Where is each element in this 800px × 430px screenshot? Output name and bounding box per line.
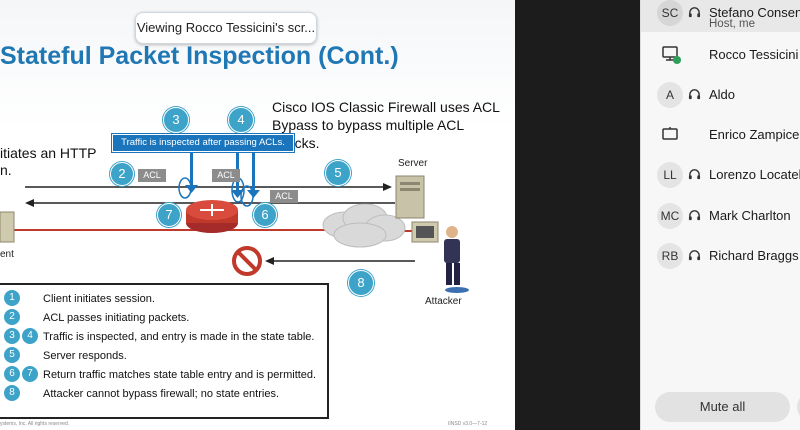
tv-icon <box>662 127 678 140</box>
step-badge-6: 6 <box>253 203 277 227</box>
headset-icon <box>688 210 701 221</box>
mute-all-button[interactable]: Mute all <box>655 392 790 422</box>
headset-icon <box>688 250 701 261</box>
participant-row[interactable]: Enrico Zampicer <box>641 114 800 154</box>
legend-badge: 2 <box>4 309 20 325</box>
legend-text: Attacker cannot bypass firewall; no stat… <box>43 387 280 400</box>
server-label: Server <box>398 158 428 169</box>
participant-row[interactable]: LL Lorenzo Locatell <box>641 154 800 194</box>
screen-share-icon <box>662 46 681 64</box>
participant-name: Lorenzo Locatell <box>709 167 800 182</box>
attacker-label: Attacker <box>425 296 462 307</box>
avatar: A <box>657 82 683 108</box>
participant-row[interactable]: SC Stefano Consens Host, me <box>641 0 800 32</box>
participant-name: Enrico Zampicer <box>709 127 800 142</box>
legend-text: Server responds. <box>43 349 127 362</box>
slide-left-note: itiates an HTTP n. <box>0 145 97 178</box>
legend-badge: 3 <box>4 328 20 344</box>
legend-badge: 6 <box>4 366 20 382</box>
participant-role: Host, me <box>709 18 756 30</box>
step-badge-4: 4 <box>228 107 254 133</box>
participant-row[interactable]: RB Richard Braggs <box>641 235 800 275</box>
legend-text: ACL passes initiating packets. <box>43 311 190 324</box>
avatar: SC <box>657 0 683 26</box>
participants-panel: SC Stefano Consens Host, me Rocco Tessic… <box>640 0 800 430</box>
participant-name: Stefano Consens <box>709 5 800 20</box>
legend-text: Return traffic matches state table entry… <box>43 368 317 381</box>
legend-row: 1 Client initiates session. <box>0 289 327 308</box>
legend-row: 8 Attacker cannot bypass firewall; no st… <box>0 384 327 403</box>
participant-name: Mark Charlton <box>709 208 791 223</box>
legend-badge: 5 <box>4 347 20 363</box>
legend-row: 3 4 Traffic is inspected, and entry is m… <box>0 327 327 346</box>
avatar: LL <box>657 162 683 188</box>
avatar: MC <box>657 203 683 229</box>
slide-footer-copyright: ystems, Inc. All rights reserved. <box>0 421 70 427</box>
participant-name: Richard Braggs <box>709 248 799 263</box>
legend-row: 5 Server responds. <box>0 346 327 365</box>
legend-badge: 7 <box>22 366 38 382</box>
screen-share-margin <box>515 0 640 430</box>
legend-text: Client initiates session. <box>43 292 155 305</box>
participant-row[interactable]: MC Mark Charlton <box>641 195 800 235</box>
participant-row[interactable]: Rocco Tessicini <box>641 34 800 74</box>
legend-text: Traffic is inspected, and entry is made … <box>43 330 315 343</box>
viewing-screen-banner[interactable]: Viewing Rocco Tessicini's scr... <box>135 12 317 44</box>
more-options-button[interactable] <box>797 392 800 422</box>
acl-label-3: ACL <box>270 190 298 203</box>
step-badge-3: 3 <box>163 107 189 133</box>
legend-badge: 4 <box>22 328 38 344</box>
avatar: RB <box>657 243 683 269</box>
network-diagram <box>0 150 469 293</box>
participant-name: Aldo <box>709 87 736 102</box>
acl-label-1: ACL <box>138 169 166 182</box>
headset-icon <box>688 89 701 100</box>
step-badge-5: 5 <box>325 160 351 186</box>
legend-box: 1 Client initiates session. 2 ACL passes… <box>0 283 329 419</box>
legend-badge: 1 <box>4 290 20 306</box>
acl-label-2: ACL <box>212 169 240 182</box>
participant-name: Rocco Tessicini <box>709 47 799 62</box>
step-badge-2: 2 <box>110 162 134 186</box>
headset-icon <box>688 7 701 18</box>
legend-row: 2 ACL passes initiating packets. <box>0 308 327 327</box>
traffic-inspected-label: Traffic is inspected after passing ACLs. <box>112 134 294 152</box>
slide-title: Stateful Packet Inspection (Cont.) <box>0 42 399 70</box>
legend-badge: 8 <box>4 385 20 401</box>
headset-icon <box>688 169 701 180</box>
slide-top-note: Cisco IOS Classic Firewall uses ACL Bypa… <box>272 99 500 151</box>
client-label: ent <box>0 249 14 260</box>
participant-row[interactable]: A Aldo <box>641 74 800 114</box>
shared-slide: Stateful Packet Inspection (Cont.) Cisco… <box>0 0 515 430</box>
legend-row: 6 7 Return traffic matches state table e… <box>0 365 327 384</box>
step-badge-8: 8 <box>348 270 374 296</box>
slide-footer-id: IINSD v3.0—7-12 <box>448 421 488 427</box>
step-badge-7: 7 <box>157 203 181 227</box>
